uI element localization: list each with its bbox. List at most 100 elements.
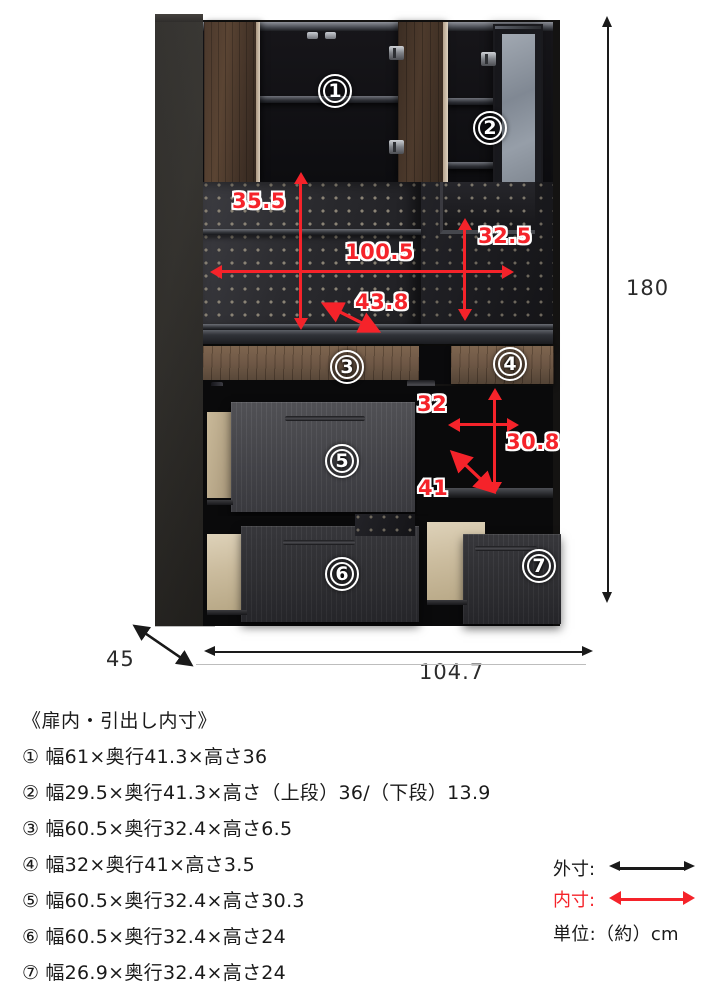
dim-arrow-32-5-down: [458, 309, 472, 321]
dim-line-43-8: [320, 302, 382, 333]
spec-row-5-number: ⑤: [22, 890, 40, 912]
legend-outer-arrow-icon: [609, 860, 695, 876]
legend-inner-arrow-icon: [609, 890, 695, 907]
right-cavity-divider: [417, 388, 445, 514]
callout-1: 1: [318, 74, 352, 108]
drawer-6-rail: [207, 610, 247, 615]
open-shelf-plank: [203, 229, 421, 235]
spec-row-7-text: 幅26.9×奥行32.4×高さ24: [45, 962, 287, 984]
spec-row-1-text: 幅61×奥行41.3×高さ36: [45, 746, 268, 768]
shallow-drawer-row: [203, 346, 554, 386]
upper-shelf-right: [448, 98, 496, 105]
callout-5: 5: [325, 444, 359, 478]
diagram-canvas: 1 2 3 4 5 6 7 35.5 100.5 43.8 32.5 32: [22, 14, 713, 984]
legend-outer-label: 外寸:: [553, 858, 596, 880]
dim-line-35-5: [299, 182, 302, 322]
dim-label-32-5: 32.5: [478, 224, 532, 248]
cabinet-left-side-panel: [155, 14, 203, 626]
spec-row-1-number: ①: [22, 746, 40, 768]
spec-row-4-text: 幅32×奥行41×高さ3.5: [45, 854, 255, 876]
spec-row-5-text: 幅60.5×奥行32.4×高さ30.3: [45, 890, 305, 912]
spec-row-7-number: ⑦: [22, 962, 40, 984]
bottom-pegboard-strip: [355, 514, 415, 536]
dim-arrow-32-5-up: [458, 218, 472, 230]
shallow-drawer-gap: [419, 346, 451, 384]
dim-label-30-8: 30.8: [506, 430, 560, 454]
dim-label-35-5: 35.5: [232, 189, 286, 213]
door-latch-right: [325, 32, 336, 39]
legend-unit-note: 単位:（約）cm: [553, 924, 679, 945]
upper-top-rail: [203, 22, 553, 31]
drawer-6-interior: [207, 534, 247, 612]
drawer-5-handle: [285, 416, 365, 421]
callout-7: 7: [522, 549, 556, 583]
spec-row-4-number: ④: [22, 854, 40, 876]
upper-door-left-open: [204, 22, 260, 182]
dim-arrow-30-8-up: [488, 388, 502, 400]
dim-label-45: 45: [106, 647, 135, 671]
dim-arrow-32-left: [448, 418, 460, 432]
hinge-glass-upper: [481, 52, 496, 66]
dim-label-43-8: 43.8: [355, 290, 409, 314]
dim-line-180: [607, 26, 609, 598]
dim-label-100-5: 100.5: [345, 240, 414, 264]
pegboard-left: [203, 182, 421, 332]
dim-arrow-32-right: [507, 418, 519, 432]
spec-row-3-text: 幅60.5×奥行32.4×高さ6.5: [45, 818, 293, 840]
dim-arrow-104-7-right: [582, 646, 593, 656]
spec-row-2-text: 幅29.5×奥行41.3×高さ（上段）36/（下段）13.9: [45, 782, 491, 804]
hinge-upper: [389, 46, 404, 60]
dim-line-104-7: [214, 651, 584, 653]
dim-line-32: [459, 423, 509, 426]
upper-shelf-right-lower: [448, 162, 496, 169]
callout-3: 3: [330, 350, 364, 384]
dim-arrow-100-5-left: [210, 265, 222, 279]
shallow-drawer-3: [203, 346, 420, 384]
upper-door-center-open: [389, 22, 448, 182]
spec-row-6-text: 幅60.5×奥行32.4×高さ24: [45, 926, 287, 948]
dim-line-32-5: [463, 228, 466, 313]
legend-row-outer: 外寸:: [553, 852, 713, 883]
dim-arrow-100-5-right: [502, 265, 514, 279]
dim-label-32: 32: [417, 392, 448, 416]
spec-row-2-number: ②: [22, 782, 40, 804]
guide-line-depth: [155, 626, 215, 627]
dim-label-41: 41: [418, 476, 449, 500]
dim-line-45: [132, 624, 194, 667]
hinge-lower: [389, 140, 404, 154]
dimension-legend: 外寸: 内寸: 単位:（約）cm: [553, 852, 713, 946]
counter-top: [201, 330, 553, 344]
door-latch-left: [307, 32, 318, 39]
dim-label-180: 180: [626, 276, 670, 300]
spec-heading: 《扉内・引出し内寸》: [22, 710, 218, 732]
drawer-6-handle: [283, 540, 355, 545]
shallow-drawer-4-latch: [407, 380, 435, 389]
legend-inner-label: 内寸:: [553, 889, 596, 911]
open-shelf-section: [203, 182, 553, 332]
dim-arrow-180-down: [602, 592, 612, 603]
dim-line-30-8: [493, 398, 496, 486]
spec-row-6-number: ⑥: [22, 926, 40, 948]
dim-line-41: [449, 450, 497, 494]
dim-arrow-35-5-up: [294, 172, 308, 184]
callout-4: 4: [493, 347, 527, 381]
legend-row-inner: 内寸:: [553, 883, 713, 914]
dim-arrow-35-5-down: [294, 318, 308, 330]
drawer-5-interior-left: [207, 412, 233, 498]
drawer-7-handle: [475, 546, 537, 551]
callout-6: 6: [325, 557, 359, 591]
guide-line-width: [196, 664, 586, 665]
dim-line-100-5: [221, 270, 504, 273]
callout-2: 2: [473, 111, 507, 145]
shallow-drawer-3-shadow: [203, 380, 419, 386]
drawer-7-rail: [427, 600, 467, 605]
dim-arrow-180-up: [602, 16, 612, 27]
